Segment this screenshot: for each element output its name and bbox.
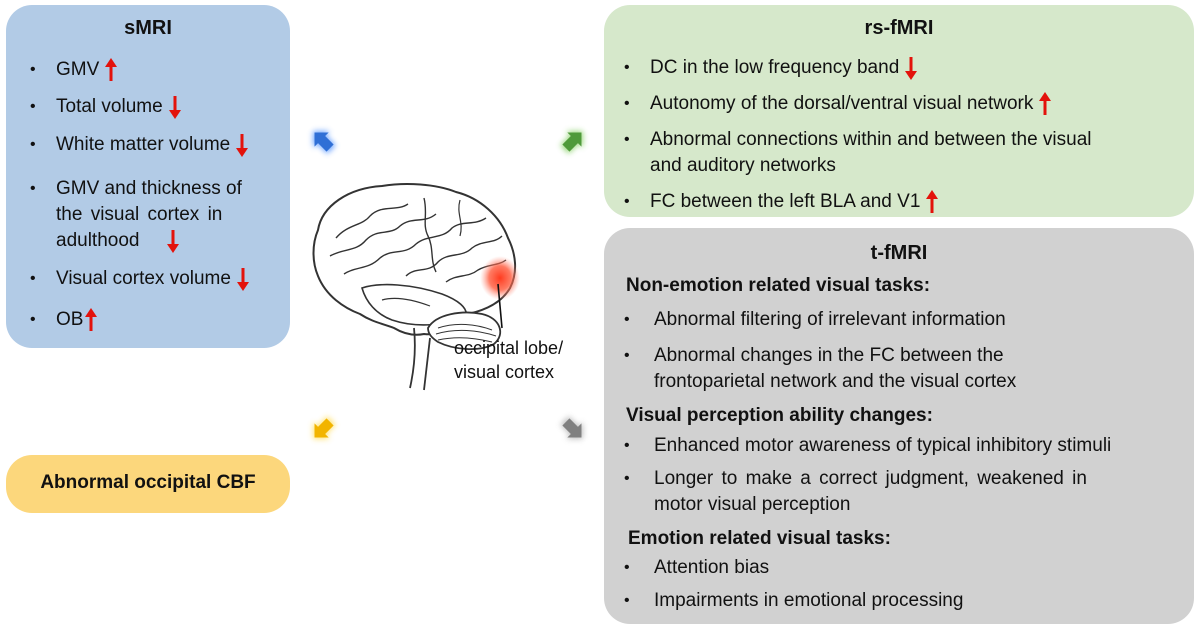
- rsfmri-item-connections-line1: Abnormal connections within and between …: [650, 129, 1092, 150]
- smri-title: sMRI: [124, 17, 172, 39]
- tfmri-item-longer-judgment-line1: Longer to make a correct judgment, weake…: [654, 468, 1087, 489]
- brain-illustration: [312, 183, 520, 391]
- up-arrow-icon: [926, 190, 939, 214]
- tfmri-item-fc-changes-line1: Abnormal changes in the FC between the: [654, 345, 1004, 366]
- rsfmri-item-dc: DC in the low frequency band: [650, 56, 918, 80]
- rsfmri-item-connections-line2: and auditory networks: [650, 155, 836, 176]
- down-arrow-icon: [236, 267, 249, 291]
- tfmri-item-attention-bias: Attention bias: [654, 557, 770, 578]
- down-arrow-icon: [236, 133, 249, 157]
- section-heading-visual-perception: Visual perception ability changes:: [626, 405, 933, 426]
- up-arrow-icon: [1039, 92, 1052, 116]
- smri-item-gmv-thickness-line3: adulthood: [56, 229, 180, 253]
- occipital-highlight: [480, 256, 520, 300]
- tfmri-item-emotional-processing: Impairments in emotional processing: [654, 590, 964, 611]
- tfmri-item-motor-awareness: Enhanced motor awareness of typical inhi…: [654, 435, 1112, 456]
- tfmri-title: t-fMRI: [870, 242, 928, 264]
- up-arrow-icon: [85, 308, 98, 332]
- cbf-label: Abnormal occipital CBF: [40, 472, 256, 493]
- smri-item-gmv-thickness-line2: the visual cortex in: [56, 204, 223, 225]
- cbf-box: Abnormal occipital CBF: [6, 455, 290, 513]
- tfmri-item-fc-changes-line2: frontoparietal network and the visual co…: [654, 371, 1017, 392]
- yellow-pointer-arrow-icon: [313, 416, 336, 439]
- brain-label-line2: visual cortex: [454, 362, 555, 382]
- rsfmri-item-fc-bla: FC between the left BLA and V1: [650, 190, 939, 214]
- smri-panel: sMRI • GMV • Total volume • White matter…: [6, 5, 290, 348]
- smri-item-total-volume: Total volume: [56, 95, 181, 119]
- rsfmri-title: rs-fMRI: [864, 17, 934, 39]
- section-heading-emotion: Emotion related visual tasks:: [628, 528, 891, 549]
- rsfmri-panel: rs-fMRI • DC in the low frequency band •…: [604, 5, 1194, 217]
- section-heading-non-emotion: Non-emotion related visual tasks:: [626, 275, 931, 296]
- tfmri-panel: t-fMRI Non-emotion related visual tasks:…: [604, 228, 1194, 624]
- tfmri-item-longer-judgment-line2: motor visual perception: [654, 494, 851, 515]
- smri-item-gmv: GMV: [56, 58, 118, 82]
- smri-item-white-matter: White matter volume: [56, 133, 249, 157]
- down-arrow-icon: [905, 56, 918, 80]
- down-arrow-icon: [167, 229, 180, 253]
- brain-label-line1: occipital lobe/: [454, 338, 564, 358]
- green-pointer-arrow-icon: [560, 131, 583, 154]
- rsfmri-item-autonomy: Autonomy of the dorsal/ventral visual ne…: [650, 92, 1052, 116]
- gray-pointer-arrow-icon: [560, 416, 583, 439]
- tfmri-item-filtering: Abnormal filtering of irrelevant informa…: [654, 309, 1006, 330]
- down-arrow-icon: [168, 95, 181, 119]
- smri-item-visual-cortex-volume: Visual cortex volume: [56, 267, 249, 291]
- smri-item-gmv-thickness-line1: GMV and thickness of: [56, 178, 242, 199]
- up-arrow-icon: [105, 58, 118, 82]
- smri-item-ob: OB: [56, 308, 98, 332]
- blue-pointer-arrow-icon: [313, 131, 336, 154]
